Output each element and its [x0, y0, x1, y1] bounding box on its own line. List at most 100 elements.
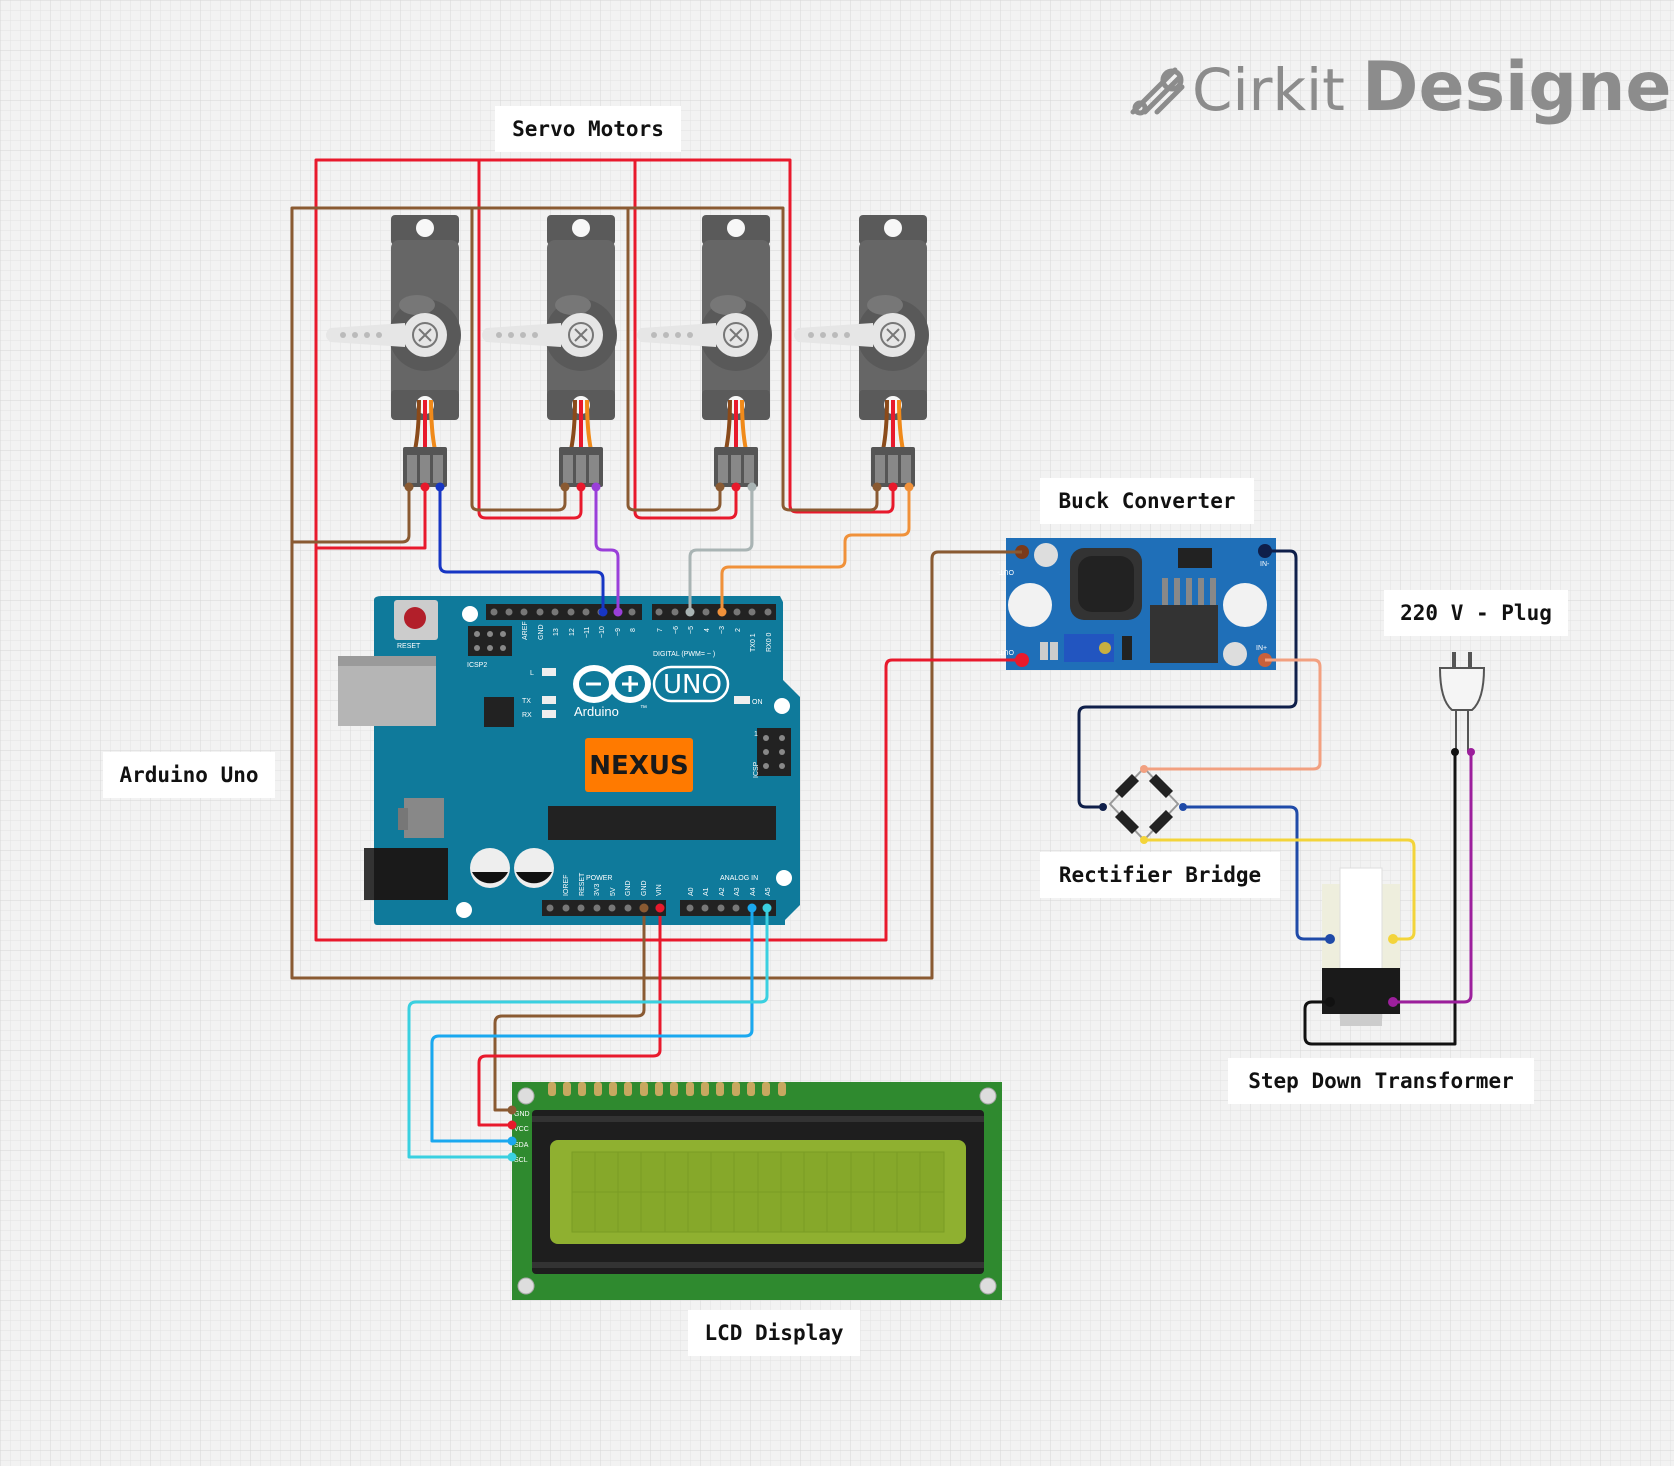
- label-lcd-display: LCD Display: [688, 1310, 860, 1356]
- wire-black-plug[interactable]: [1303, 752, 1457, 1046]
- digital-header-right: [652, 604, 776, 620]
- wire-red-lcd-vcc[interactable]: [477, 940, 662, 1127]
- led-tx: [542, 696, 556, 704]
- wire-yellow-rect-ac2[interactable]: [1144, 838, 1416, 941]
- pin-label-11: ~11: [584, 627, 591, 638]
- pin-label-9: ~9: [615, 628, 622, 636]
- wire-red-servo1[interactable]: [314, 487, 662, 942]
- step-down-transformer[interactable]: [1322, 867, 1400, 1026]
- pin-label-a5: A5: [765, 887, 772, 896]
- lcd-pin-label-sda: SDA: [514, 1142, 529, 1149]
- wire-brown-servo2[interactable]: [470, 208, 567, 512]
- buck-in-minus-label: IN-: [1260, 561, 1270, 568]
- wire-blue-rect-ac1[interactable]: [1183, 805, 1330, 941]
- wire-brown-buck-gnd[interactable]: [644, 550, 1022, 980]
- pin-label-10: ~10: [599, 626, 606, 638]
- wire-blue-servo1-signal[interactable]: [438, 487, 605, 612]
- nexus-sticker: [585, 738, 693, 792]
- wire-cyan-lcd-scl[interactable]: [407, 908, 769, 1159]
- pin-label-5v: 5V: [610, 887, 617, 896]
- lcd-display[interactable]: GND VCC SDA SCL: [512, 1082, 1002, 1300]
- pin-label-a4: A4: [750, 887, 757, 896]
- power-header: [542, 900, 666, 916]
- label-buck-converter: Buck Converter: [1040, 478, 1254, 524]
- pin-label-3v3: 3V3: [594, 883, 601, 896]
- icsp2-label: ICSP2: [467, 662, 487, 669]
- buck-out-minus-label: OUT-: [997, 568, 1014, 575]
- arduino-uno-board[interactable]: RESET ICSP2 AREF GND 13 12 ~11 ~10 ~9 8 …: [338, 596, 800, 925]
- logo-word-cirkit: Cirkit: [1192, 56, 1345, 124]
- label-plug: 220 V - Plug: [1384, 590, 1568, 636]
- pin-label-8: 8: [630, 628, 637, 632]
- icsp-label: ICSP: [753, 761, 760, 778]
- wire-brown-servo1[interactable]: [292, 487, 411, 544]
- pin-label-gnd: GND: [538, 624, 545, 640]
- wire-orange-servo4-signal[interactable]: [720, 487, 911, 612]
- chip-small: [484, 697, 514, 727]
- led-on: [734, 696, 750, 704]
- lcd-pin-label-vcc: VCC: [514, 1126, 529, 1133]
- wire-red-servo3[interactable]: [633, 160, 738, 520]
- usb-port: [338, 656, 436, 726]
- pin-label-tx: TX0 1: [750, 633, 757, 652]
- tm-text: ™: [640, 705, 647, 712]
- wire-purple-servo2-signal[interactable]: [594, 487, 620, 612]
- power-label: POWER: [586, 875, 612, 882]
- buck-out-plus-label: OUT+: [995, 648, 1014, 655]
- wire-brown-top[interactable]: [290, 206, 879, 542]
- wire-brown-lcd-gnd[interactable]: [493, 978, 646, 1112]
- analog-label: ANALOG IN: [720, 875, 758, 882]
- pin-label-4: 4: [704, 628, 711, 632]
- label-servo-motors: Servo Motors: [495, 106, 681, 152]
- led-label-tx: TX: [522, 698, 531, 705]
- svg-text:Buck Converter: Buck Converter: [1058, 489, 1235, 513]
- led-label-l: L: [530, 670, 534, 677]
- pin-label-a3: A3: [734, 887, 741, 896]
- atmega-chip: [548, 806, 776, 840]
- pin-label-aref: AREF: [522, 621, 529, 640]
- svg-text:Arduino Uno: Arduino Uno: [119, 763, 258, 787]
- mount-hole: [456, 902, 472, 918]
- wire-navy-rect-minus[interactable]: [1077, 549, 1298, 809]
- led-label-on: ON: [752, 699, 763, 706]
- pin-label-7: 7: [657, 628, 664, 632]
- wire-red-loop-top[interactable]: [314, 158, 895, 548]
- led-label-rx: RX: [522, 712, 532, 719]
- pin-label-2: 2: [735, 628, 742, 632]
- buck-in-plus-label: IN+: [1256, 645, 1267, 652]
- pin-label-rx: RX0 0: [766, 632, 773, 652]
- wire-magenta-plug[interactable]: [1393, 752, 1473, 1004]
- led-l: [542, 668, 556, 676]
- wire-brown-loop[interactable]: [290, 542, 646, 980]
- reset-label: RESET: [397, 643, 421, 650]
- wires: [290, 158, 1473, 1159]
- wire-brown-servo3[interactable]: [626, 208, 722, 512]
- mount-hole: [774, 698, 790, 714]
- lcd-pin-label-gnd: GND: [514, 1111, 530, 1118]
- voltage-regulator: [404, 798, 444, 838]
- regulator-ic: [1150, 605, 1218, 663]
- logo-word-designer: Designer: [1362, 48, 1674, 127]
- wire-salmon-rect-plus[interactable]: [1144, 658, 1322, 771]
- arduino-infinity-logo: [573, 665, 651, 703]
- lcd-pin-label-scl: SCL: [514, 1157, 528, 1164]
- wire-red-buck-vin[interactable]: [660, 658, 1022, 942]
- pin-label-13: 13: [553, 628, 560, 636]
- wire-skyblue-lcd-sda[interactable]: [430, 908, 754, 1143]
- wire-gray-servo3-signal[interactable]: [688, 487, 754, 612]
- svg-text:Rectifier Bridge: Rectifier Bridge: [1059, 863, 1261, 887]
- uno-text: UNO: [663, 670, 722, 700]
- icsp-pin1-label: 1: [754, 731, 758, 738]
- label-rectifier-bridge: Rectifier Bridge: [1040, 852, 1280, 898]
- icsp-header: [757, 728, 791, 776]
- label-step-down-transformer: Step Down Transformer: [1228, 1058, 1534, 1104]
- svg-text:LCD Display: LCD Display: [704, 1321, 843, 1345]
- pin-label-gnd2: GND: [641, 880, 648, 896]
- pin-label-ioref: IOREF: [563, 875, 570, 896]
- wire-red-servo2[interactable]: [477, 160, 583, 520]
- mount-hole: [462, 606, 478, 622]
- pin-label-gnd1: GND: [625, 880, 632, 896]
- analog-header: [680, 900, 776, 916]
- buck-converter-board[interactable]: OUT- OUT+ IN- IN+: [995, 538, 1276, 670]
